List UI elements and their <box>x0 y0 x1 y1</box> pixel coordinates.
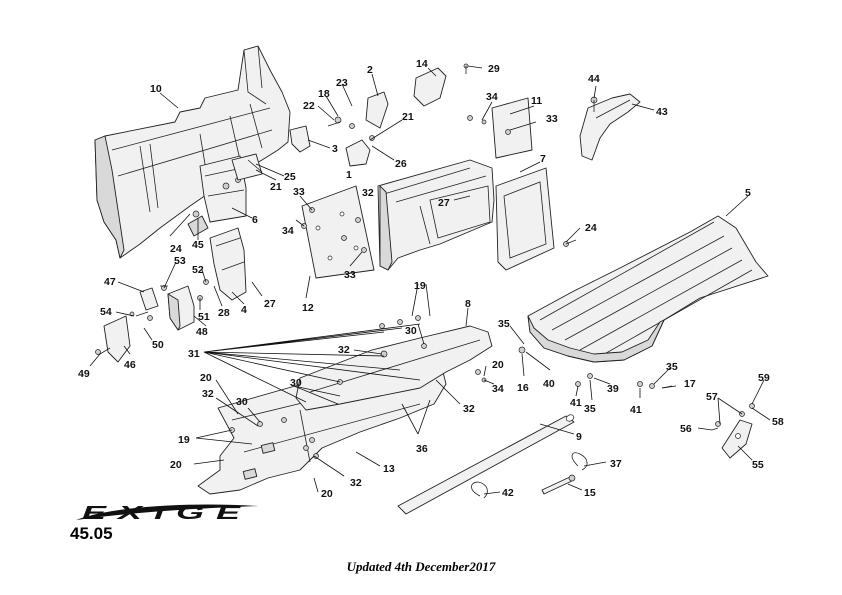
callout-41b: 41 <box>630 404 642 416</box>
callout-35c: 35 <box>666 361 678 373</box>
callout-51: 51 <box>198 311 210 323</box>
part-curved-bracket <box>579 93 641 161</box>
callout-8: 8 <box>465 298 471 310</box>
callout-30b: 30 <box>290 377 302 389</box>
update-note: Updated 4th December2017 <box>346 559 496 574</box>
brand-logo: EXIGE <box>76 503 258 523</box>
callout-11: 11 <box>531 95 542 107</box>
callout-36: 36 <box>416 443 428 455</box>
brand-name: EXIGE <box>82 503 252 523</box>
part-side-bracket <box>103 287 159 363</box>
callout-19a: 19 <box>414 280 426 292</box>
logo-swoosh <box>76 504 258 520</box>
callout-15: 15 <box>584 487 596 499</box>
callout-45: 45 <box>192 239 204 251</box>
callout-35a: 35 <box>498 318 510 330</box>
callout-52: 52 <box>192 264 204 276</box>
callout-28: 28 <box>218 307 230 319</box>
callout-14: 14 <box>416 58 428 70</box>
callout-39: 39 <box>607 383 619 395</box>
callout-23: 23 <box>336 77 348 89</box>
callout-24a: 24 <box>170 243 182 255</box>
callout-35b: 35 <box>584 403 596 415</box>
callout-12: 12 <box>302 302 314 314</box>
part-center-panel <box>377 159 495 271</box>
callout-24b: 24 <box>585 222 597 234</box>
callout-21a: 21 <box>402 111 414 123</box>
callout-10: 10 <box>150 83 162 95</box>
callout-32e: 32 <box>350 477 362 489</box>
callout-55: 55 <box>752 459 764 471</box>
callout-41a: 41 <box>570 397 582 409</box>
callout-7: 7 <box>540 153 546 165</box>
part-pins-and-clips <box>471 452 588 499</box>
callout-26: 26 <box>395 158 407 170</box>
callout-20b: 20 <box>170 459 182 471</box>
callout-33c: 33 <box>344 269 356 281</box>
callout-25: 25 <box>284 171 296 183</box>
callout-34b: 34 <box>486 91 498 103</box>
callout-59: 59 <box>758 372 770 384</box>
callout-31: 31 <box>188 348 200 360</box>
callout-6: 6 <box>252 214 258 226</box>
callout-56: 56 <box>680 423 692 435</box>
callout-37: 37 <box>610 458 622 470</box>
part-flat-plates <box>491 97 555 271</box>
callout-54: 54 <box>100 306 112 318</box>
part-small-bracket <box>167 285 195 331</box>
part-rear-tray <box>527 215 769 363</box>
callout-20a: 20 <box>200 372 212 384</box>
callout-46: 46 <box>124 359 136 371</box>
callout-58: 58 <box>772 416 784 428</box>
callout-16: 16 <box>517 382 529 394</box>
callout-1: 1 <box>346 169 352 181</box>
part-top-brackets <box>231 67 447 181</box>
callout-13: 13 <box>383 463 395 475</box>
callout-3: 3 <box>332 143 338 155</box>
callout-57: 57 <box>706 391 718 403</box>
part-tube <box>397 414 575 515</box>
callout-30c: 30 <box>236 396 248 408</box>
part-bulkhead-panel <box>94 45 291 259</box>
callout-18: 18 <box>318 88 330 100</box>
callout-53: 53 <box>174 255 186 267</box>
callout-34a: 34 <box>282 225 294 237</box>
callout-32a: 32 <box>362 187 374 199</box>
callout-32d: 32 <box>463 403 475 415</box>
callout-47: 47 <box>104 276 116 288</box>
callout-labels: 1 2 3 4 5 6 7 8 9 10 11 12 13 14 15 16 1… <box>78 58 784 500</box>
callout-50: 50 <box>152 339 164 351</box>
callout-32c: 32 <box>202 388 214 400</box>
callout-40: 40 <box>543 378 555 390</box>
callout-17: 17 <box>684 378 696 390</box>
callout-27a: 27 <box>264 298 276 310</box>
callout-22: 22 <box>303 100 315 112</box>
callout-34c: 34 <box>492 383 504 395</box>
callout-21b: 21 <box>270 181 282 193</box>
part-floor-panel-left <box>301 185 375 279</box>
callout-44: 44 <box>588 73 600 85</box>
callout-4: 4 <box>241 304 247 316</box>
callout-48: 48 <box>196 326 208 338</box>
page-number: 45.05 <box>70 524 113 543</box>
callout-27b: 27 <box>438 197 450 209</box>
callout-33b: 33 <box>546 113 558 125</box>
callout-19b: 19 <box>178 434 190 446</box>
callout-30a: 30 <box>405 325 417 337</box>
callout-33a: 33 <box>293 186 305 198</box>
part-vertical-bracket <box>209 227 247 301</box>
callout-49: 49 <box>78 368 90 380</box>
callout-32b: 32 <box>338 344 350 356</box>
callout-29: 29 <box>488 63 500 75</box>
callout-42: 42 <box>502 487 514 499</box>
callout-20c: 20 <box>492 359 504 371</box>
callout-2: 2 <box>367 64 373 76</box>
callout-43: 43 <box>656 106 668 118</box>
callout-5: 5 <box>745 187 751 199</box>
part-small-plate <box>721 419 753 459</box>
callout-20d: 20 <box>321 488 333 500</box>
callout-9: 9 <box>576 431 582 443</box>
leader-lines <box>89 65 771 495</box>
